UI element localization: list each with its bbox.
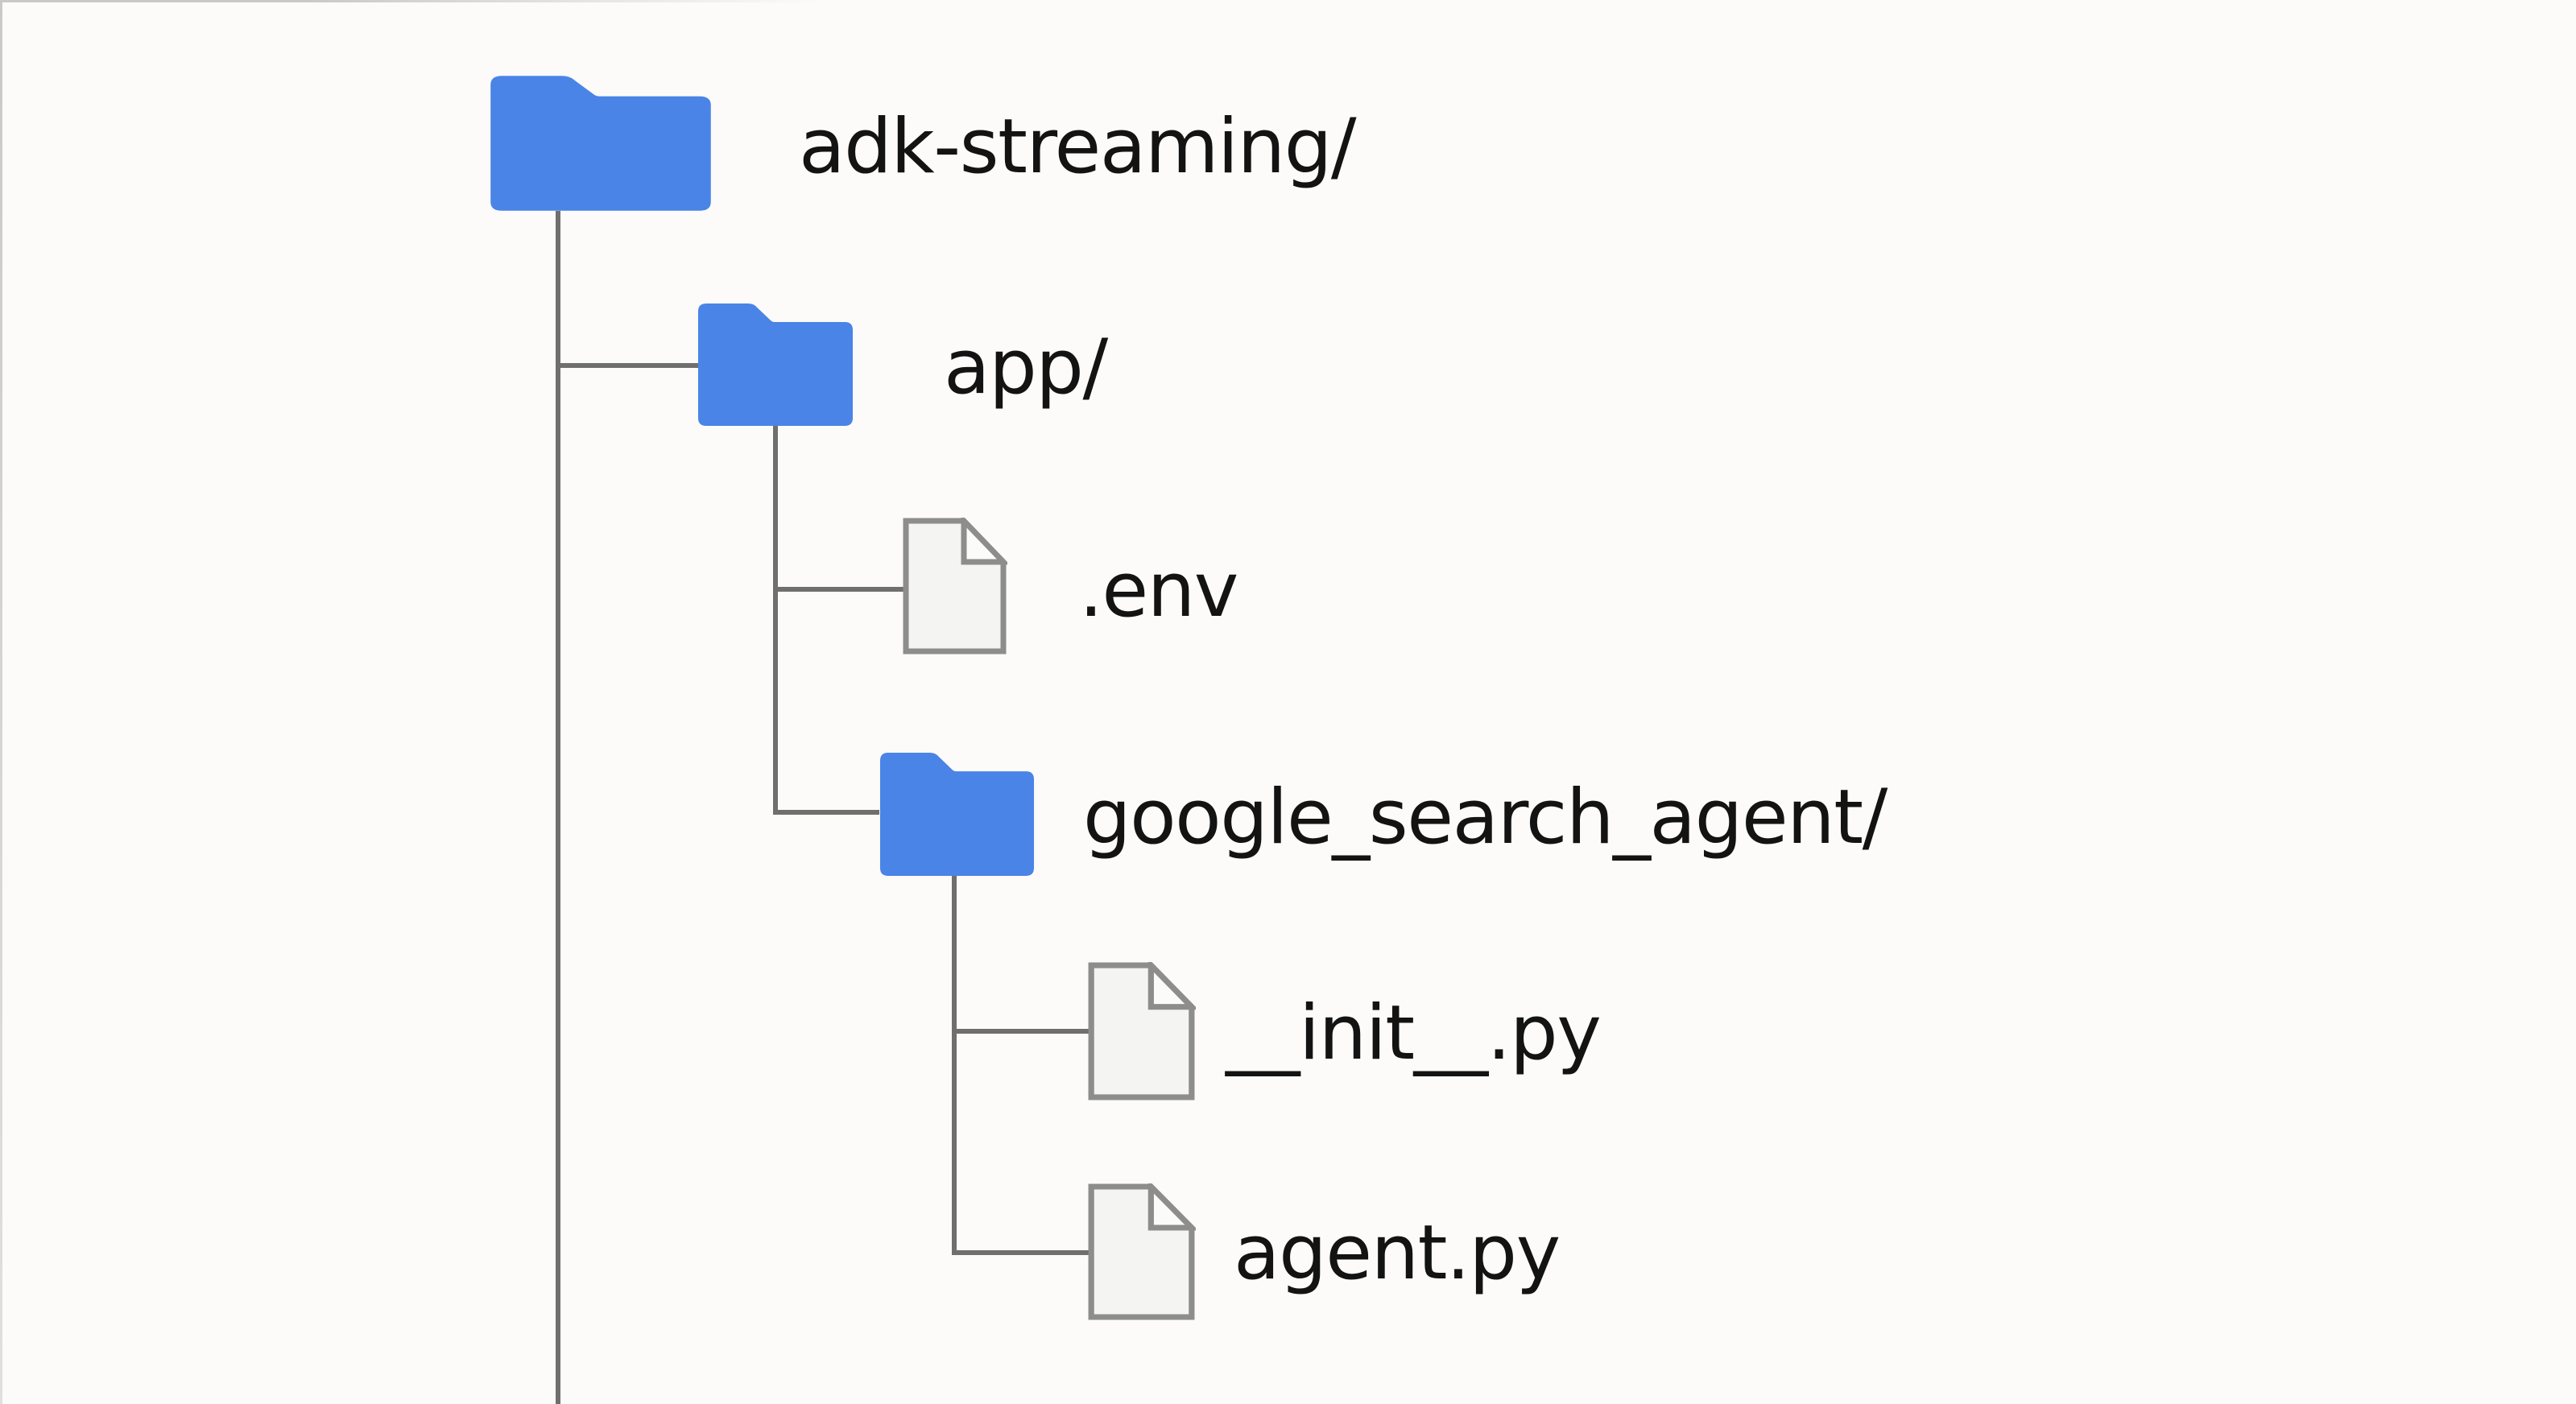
tree-node-label: .env (1079, 547, 1238, 634)
file-icon (903, 518, 1007, 655)
tree-node-label: adk-streaming/ (799, 103, 1357, 191)
folder-icon (490, 76, 711, 211)
tree-branch-line-init-py (952, 1029, 1089, 1034)
file-icon (1088, 962, 1196, 1100)
tree-branch-line-google-search-agent (773, 810, 879, 815)
screenshot-left-edge (0, 0, 2, 1404)
tree-node-label: google_search_agent/ (1083, 774, 1888, 861)
tree-trunk-line-google-search-agent (952, 876, 957, 1255)
tree-node-label: app/ (944, 324, 1108, 411)
tree-trunk-line-app (773, 425, 778, 815)
tree-trunk-line-root (556, 211, 560, 1404)
tree-node-label: agent.py (1234, 1209, 1561, 1297)
tree-branch-line-env (773, 587, 903, 592)
folder-icon (879, 753, 1035, 876)
screenshot-top-edge (0, 0, 2576, 2)
tree-branch-line-agent-py (952, 1250, 1089, 1255)
file-icon (1088, 1183, 1196, 1320)
tree-branch-line-app (556, 363, 701, 368)
folder-icon (697, 304, 854, 426)
tree-node-label: __init__.py (1226, 989, 1602, 1077)
